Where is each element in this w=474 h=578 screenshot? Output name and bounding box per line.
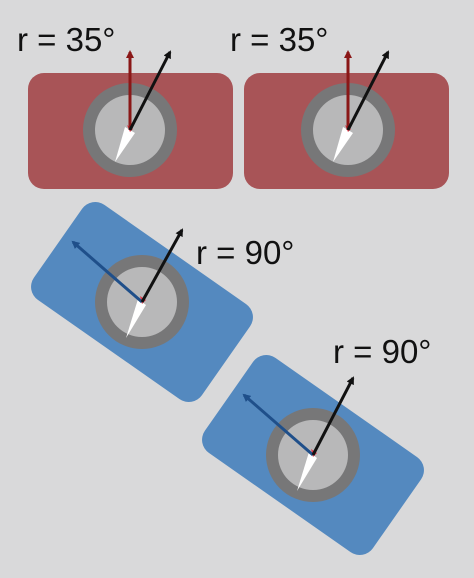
needle-white [126,299,146,338]
needle-white [333,127,353,162]
panel-top-left: r = 35° [17,21,233,189]
panel-bottom: r = 90° [202,333,432,556]
reference-arrow-icon [242,393,314,457]
rotation-label: r = 90° [196,234,295,271]
needle-white [115,127,135,162]
reference-arrow-icon [71,240,143,304]
direction-arrow-icon [128,50,172,131]
needle-white [297,452,317,491]
panel-top-right: r = 35° [230,21,449,189]
direction-arrow-icon [140,228,184,303]
direction-arrow-icon [346,50,390,131]
rotation-label: r = 35° [17,21,116,58]
panel-middle: r = 90° [31,201,295,403]
rotation-label: r = 90° [333,333,432,370]
rotation-label: r = 35° [230,21,329,58]
direction-arrow-icon [311,376,355,456]
